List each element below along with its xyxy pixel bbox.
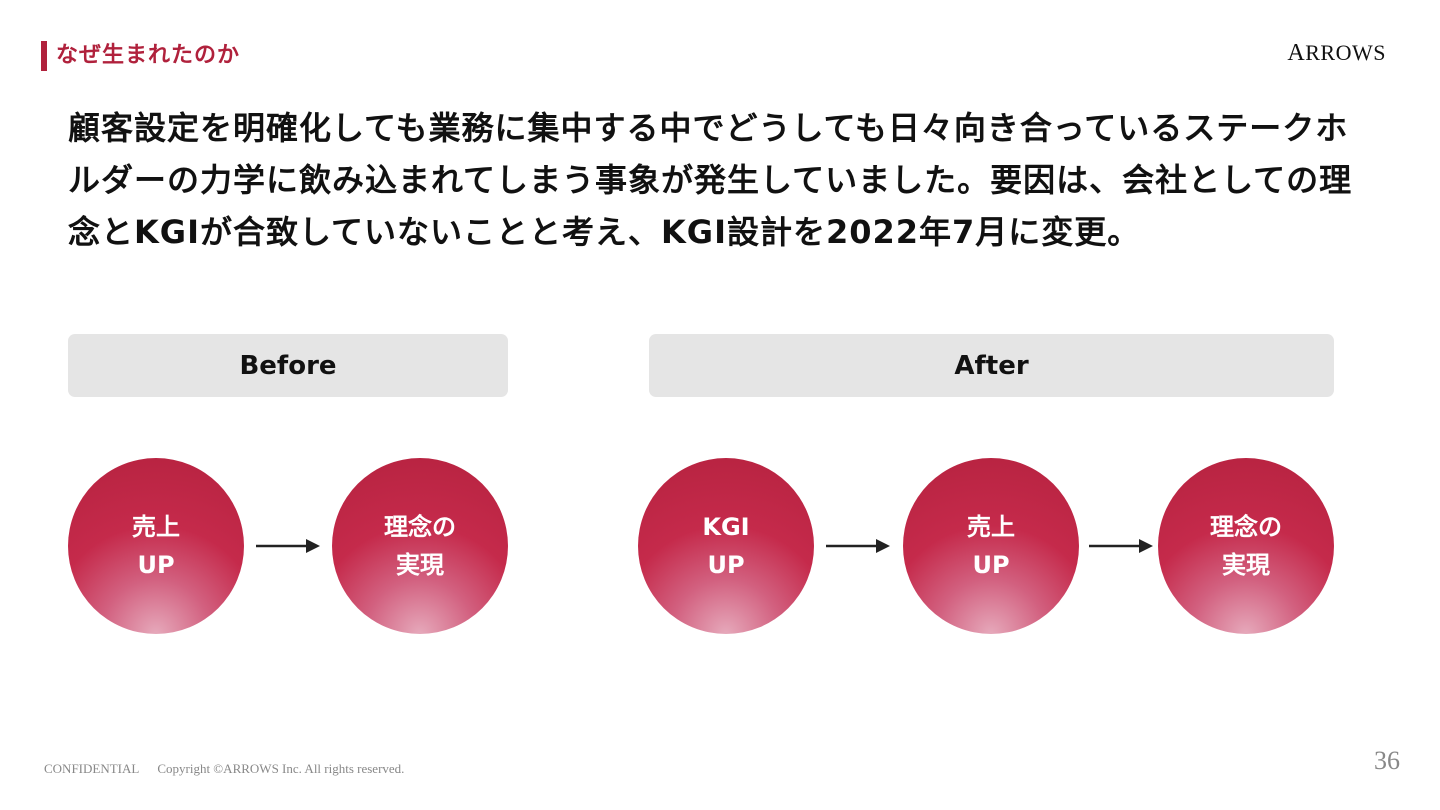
step-line2: 実現: [396, 551, 444, 579]
arrows-logo: ARROWS: [1287, 40, 1386, 67]
right-arrow-icon: [1089, 539, 1153, 553]
step-line2: 実現: [1222, 551, 1270, 579]
step-line1: 理念の: [1210, 513, 1282, 541]
footer: CONFIDENTIAL Copyright ©ARROWS Inc. All r…: [44, 761, 404, 777]
confidential-label: CONFIDENTIAL: [44, 761, 140, 776]
before-header: Before: [68, 334, 508, 397]
logo-rest: RROWS: [1305, 40, 1386, 65]
step-line1: 理念の: [384, 513, 456, 541]
before-step-sales-up: 売上 UP: [68, 458, 244, 634]
section-title: なぜ生まれたのか: [56, 43, 241, 68]
step-line2: UP: [707, 551, 745, 579]
headline-text: 顧客設定を明確化しても業務に集中する中でどうしても日々向き合っているステークホル…: [68, 109, 1353, 251]
before-step-philosophy: 理念の 実現: [332, 458, 508, 634]
after-step-philosophy: 理念の 実現: [1158, 458, 1334, 634]
after-step-kgi-up: KGI UP: [638, 458, 814, 634]
step-line2: UP: [137, 551, 175, 579]
step-line1: 売上: [132, 513, 180, 541]
right-arrow-icon: [256, 539, 320, 553]
page-number: 36: [1374, 746, 1400, 775]
copyright-text: Copyright ©ARROWS Inc. All rights reserv…: [157, 761, 405, 776]
step-line1: KGI: [702, 513, 750, 541]
after-header: After: [649, 334, 1334, 397]
step-line2: UP: [972, 551, 1010, 579]
step-line1: 売上: [967, 513, 1015, 541]
section-accent-bar: [41, 41, 47, 71]
logo-initial: A: [1287, 40, 1306, 66]
after-step-sales-up: 売上 UP: [903, 458, 1079, 634]
right-arrow-icon: [826, 539, 890, 553]
